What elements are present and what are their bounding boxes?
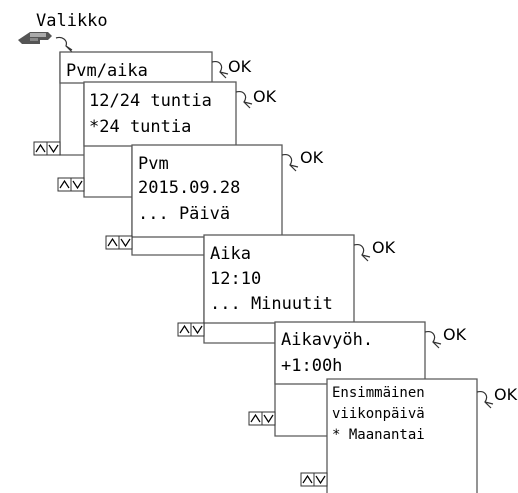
menu-label: Valikko	[36, 11, 108, 31]
up-arrow-icon	[250, 413, 261, 423]
ok-label: OK	[494, 385, 518, 404]
ok-indicator-4: OK	[424, 325, 467, 349]
up-down-buttons-0[interactable]	[33, 141, 61, 156]
up-arrow-button[interactable]	[33, 141, 48, 156]
up-arrow-icon	[107, 237, 118, 247]
screen-line: viikonpäivä	[332, 406, 425, 422]
screen-line: Aika	[210, 244, 251, 264]
screen-box-0: Pvm/aika	[59, 51, 213, 84]
ok-arrow-icon	[235, 91, 253, 109]
screen-line: 12:10	[210, 269, 261, 289]
pointing-hand-icon	[18, 32, 52, 44]
up-arrow-icon	[179, 324, 190, 334]
screen-line: Pvm/aika	[66, 61, 148, 81]
up-down-buttons-3[interactable]	[177, 322, 205, 337]
ok-indicator-1: OK	[235, 87, 277, 109]
ok-label: OK	[253, 87, 277, 106]
ok-arrow-icon	[353, 244, 371, 262]
up-down-buttons-2[interactable]	[105, 235, 133, 250]
ok-arrow-icon	[211, 61, 229, 79]
down-arrow-button[interactable]	[313, 472, 328, 487]
ok-indicator-5: OK	[476, 385, 518, 409]
down-arrow-button[interactable]	[190, 322, 205, 337]
down-arrow-button[interactable]	[46, 141, 61, 156]
screen-box-3: Aika 12:10 ... Minuutit	[203, 234, 355, 324]
screen-line: ... Päivä	[138, 204, 230, 224]
down-arrow-icon	[48, 144, 59, 154]
screen-box-5: Ensimmäinen viikonpäivä * Maanantai	[326, 378, 478, 493]
down-arrow-icon	[263, 414, 274, 424]
down-arrow-button[interactable]	[118, 235, 133, 250]
screen-line: *24 tuntia	[89, 117, 191, 137]
ok-arrow-icon	[476, 391, 494, 409]
screen-line: 2015.09.28	[138, 178, 240, 198]
screen-box-1: 12/24 tuntia *24 tuntia	[83, 81, 237, 147]
ok-label: OK	[300, 148, 324, 167]
up-arrow-icon	[59, 179, 70, 189]
ok-arrow-icon	[424, 331, 442, 349]
ok-indicator-0: OK	[211, 57, 252, 79]
screen-box-4: Aikavyöh. +1:00h	[274, 321, 426, 385]
down-arrow-icon	[72, 180, 83, 190]
up-arrow-icon	[302, 474, 313, 484]
ok-indicator-3: OK	[353, 238, 396, 262]
down-arrow-button[interactable]	[261, 411, 276, 426]
screen-line: ... Minuutit	[210, 294, 333, 314]
ok-label: OK	[228, 57, 252, 76]
up-arrow-button[interactable]	[300, 472, 315, 487]
up-arrow-icon	[35, 143, 46, 153]
screen-line: Ensimmäinen	[332, 385, 425, 401]
down-arrow-icon	[315, 475, 326, 485]
down-arrow-button[interactable]	[70, 177, 85, 192]
ok-label: OK	[372, 238, 396, 257]
up-arrow-button[interactable]	[57, 177, 72, 192]
up-arrow-button[interactable]	[105, 235, 120, 250]
ok-indicator-2: OK	[281, 148, 324, 172]
screen-box-2: Pvm 2015.09.28 ... Päivä	[131, 144, 283, 238]
screen-line: Pvm	[138, 154, 169, 174]
ok-label: OK	[443, 325, 467, 344]
up-down-buttons-5[interactable]	[300, 472, 328, 487]
screen-line: 12/24 tuntia	[89, 91, 212, 111]
screen-line: Aikavyöh.	[281, 330, 373, 350]
up-down-buttons-1[interactable]	[57, 177, 85, 192]
screen-line: * Maanantai	[332, 427, 425, 443]
enter-arrow-icon	[55, 36, 73, 53]
up-down-buttons-4[interactable]	[248, 411, 276, 426]
down-arrow-icon	[120, 238, 131, 248]
up-arrow-button[interactable]	[248, 411, 263, 426]
ok-arrow-icon	[281, 154, 299, 172]
up-arrow-button[interactable]	[177, 322, 192, 337]
down-arrow-icon	[192, 325, 203, 335]
screen-line: +1:00h	[281, 356, 342, 376]
